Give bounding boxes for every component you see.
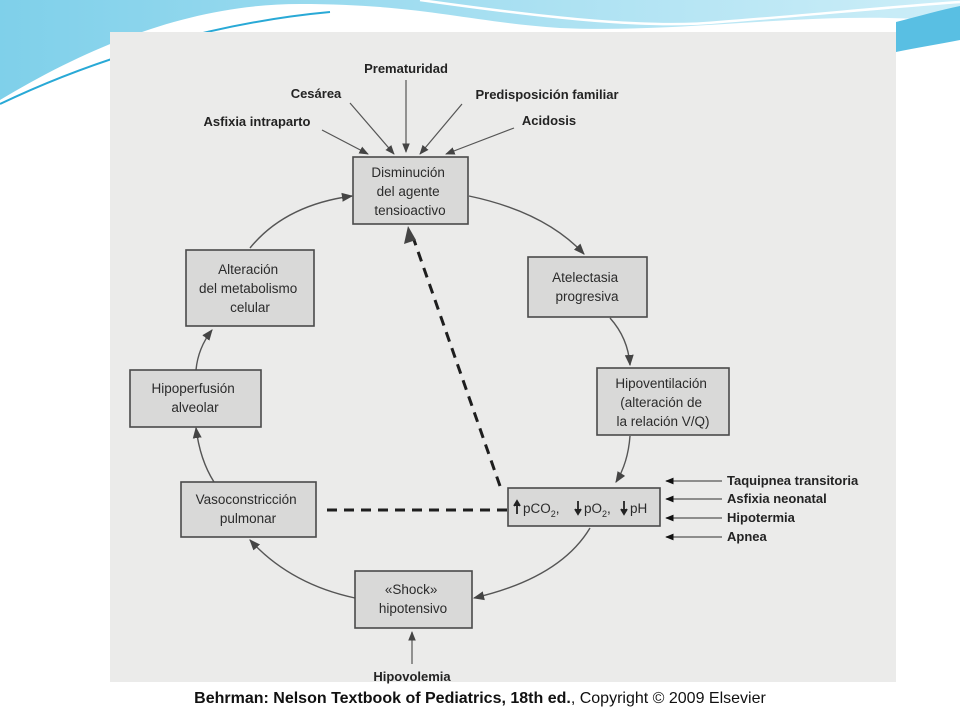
- cycle-arrow-hipoventilacion-gases: [615, 435, 631, 483]
- node-hipoperfusion-alveolar: Hipoperfusión alveolar: [129, 369, 262, 428]
- top-wave-light: [419, 0, 960, 26]
- svg-text:pCO2, pO2, pH: pCO2, pO2, pH: [523, 501, 647, 519]
- cycle-arrow-vasoconstriccion-hipoperfusion: [192, 426, 215, 483]
- svg-text:Hipoventilación (alterac: Hipoventilación (alteración de la relaci…: [615, 376, 710, 429]
- factor-asfixia-neonatal: Asfixia neonatal: [727, 491, 827, 506]
- factor-hipovolemia: Hipovolemia: [373, 669, 451, 684]
- node-hipoventilacion: Hipoventilación (alteración de la relaci…: [596, 367, 730, 436]
- figure-caption: Behrman: Nelson Textbook of Pediatrics, …: [0, 690, 960, 708]
- factor-apnea: Apnea: [727, 529, 768, 544]
- node-disminucion-agente-tensioactivo: Disminución del agente tensioactivo: [352, 156, 469, 225]
- right-wave-shape: [896, 6, 960, 52]
- arrow-asfixia-intraparto: [321, 129, 369, 155]
- arrow-up-icon: [513, 499, 521, 514]
- arrow-predisposicion: [419, 103, 463, 155]
- node-atelectasia-progresiva: Atelectasia progresiva: [527, 256, 648, 318]
- cycle-arrow-gases-shock: [472, 527, 591, 601]
- factor-asfixia-intraparto: Asfixia intraparto: [204, 114, 311, 129]
- arrow-down-icon: [620, 501, 628, 516]
- arrow-acidosis: [445, 127, 515, 155]
- svg-text:Alteración del metabolis: Alteración del metabolismo celular: [199, 262, 301, 315]
- factor-predisposicion-familiar: Predisposición familiar: [475, 87, 618, 102]
- dashed-link-arrowhead: [404, 226, 416, 244]
- svg-text:Hipoperfusión alveolar: Hipoperfusión alveolar: [151, 381, 238, 415]
- svg-text:Vasoconstricción pulmona: Vasoconstricción pulmonar: [196, 492, 301, 526]
- cycle-arrow-hipoperfusion-metabolismo: [195, 329, 213, 371]
- cycle-arrow-disminucion-atelectasia: [468, 195, 585, 255]
- factor-prematuridad: Prematuridad: [364, 61, 448, 76]
- dashed-link-gases-disminucion: [412, 239, 502, 487]
- caption-copyright: , Copyright © 2009 Elsevier: [570, 690, 766, 707]
- arrow-cesarea: [349, 102, 395, 155]
- cycle-arrow-metabolismo-disminucion: [249, 192, 354, 249]
- factor-cesarea: Cesárea: [291, 86, 342, 101]
- caption-source: Behrman: Nelson Textbook of Pediatrics, …: [194, 690, 571, 707]
- factor-hipotermia: Hipotermia: [727, 510, 796, 525]
- node-vasoconstriccion-pulmonar: Vasoconstricción pulmonar: [180, 481, 317, 538]
- arrow-down-icon: [574, 501, 582, 516]
- factor-acidosis: Acidosis: [522, 113, 576, 128]
- svg-text:Disminución del agente: Disminución del agente tensioactivo: [371, 165, 448, 218]
- node-shock-hipotensivo: «Shock» hipotensivo: [354, 570, 473, 629]
- node-alteracion-metabolismo: Alteración del metabolismo celular: [185, 249, 315, 327]
- cycle-arrow-shock-vasoconstriccion: [249, 539, 356, 599]
- factor-taquipnea-transitoria: Taquipnea transitoria: [727, 473, 859, 488]
- cycle-arrow-atelectasia-hipoventilacion: [609, 317, 634, 367]
- figure-panel: [110, 32, 896, 682]
- node-blood-gases: pCO2, pO2, pH: [507, 487, 661, 527]
- svg-text:Atelectasia progresiva: Atelectasia progresiva: [552, 270, 622, 304]
- svg-text:«Shock» hipotensivo: «Shock» hipotensivo: [379, 582, 447, 616]
